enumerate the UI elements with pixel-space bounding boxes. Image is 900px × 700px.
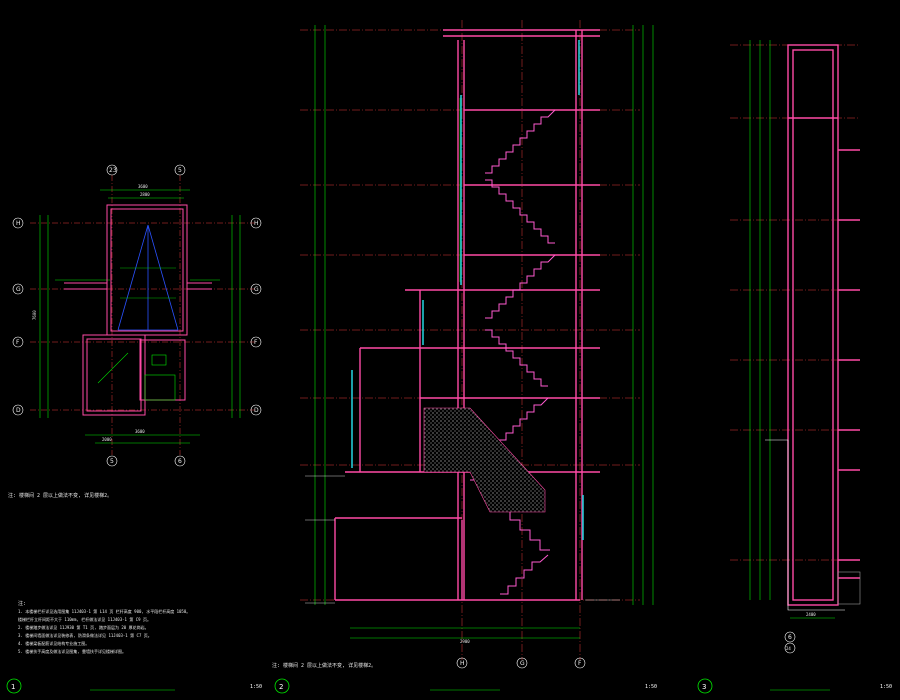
elevator-ground	[765, 439, 861, 611]
section-view: H G F 2900 注: 楼梯间 2 层以上做法不变, 详见楼梯2。	[272, 20, 654, 669]
elevator-grid-24: 24	[786, 646, 791, 651]
notes-line-4: 3. 楼梯间墙面做法详见装修表, 防滑条做法详见 11J403-1 第 C7 页…	[18, 632, 152, 638]
view-titles: 1 1:50 2 1:50 3 1:50	[6, 678, 892, 694]
plan-row-right-h: H	[254, 220, 259, 227]
section-level-lines	[300, 20, 640, 660]
view-3-scale: 1:50	[880, 684, 892, 690]
plan-dimensions	[39, 189, 241, 444]
section-ground	[305, 475, 620, 604]
plan-walls	[64, 204, 212, 416]
section-dimensions	[314, 25, 654, 639]
plan-shaft-diagonals	[117, 224, 179, 331]
notes-line-2: 楼梯栏杆立杆间距不大于 110mm, 栏杆做法详见 11J403-1 第 C9 …	[18, 616, 151, 622]
elevator-grid-6: 6	[788, 634, 792, 641]
plan-row-left-g: G	[16, 286, 21, 293]
notes-line-5: 4. 楼梯梁板配筋详见结构专业施工图。	[18, 640, 89, 646]
section-grid-h: H	[460, 660, 465, 667]
notes-line-1: 1. 本楼梯栏杆详见选用图集 11J403-1 第 L14 页 栏杆高度 900…	[18, 608, 190, 614]
plan-dim-top-total: 3600	[138, 184, 148, 189]
plan-dim-bottom-total: 3600	[135, 429, 145, 434]
plan-grid-bubbles	[12, 164, 262, 467]
elevator-bottom-dim: 2400	[806, 612, 816, 617]
section-bottom-dim: 2900	[460, 639, 470, 644]
general-notes: 注: 1. 本楼梯栏杆详见选用图集 11J403-1 第 L14 页 栏杆高度 …	[18, 600, 190, 654]
section-stair-flights	[470, 109, 556, 595]
notes-line-6: 5. 楼梯扶手高度及做法详见图集, 靠墙扶手详见楼梯详图。	[18, 648, 126, 654]
view-2-number: 2	[279, 683, 283, 691]
plan-row-left-d: D	[16, 407, 21, 414]
view-1-number: 1	[11, 683, 15, 691]
plan-row-right-f: F	[254, 339, 258, 346]
plan-row-right-g: G	[254, 286, 259, 293]
notes-line-3: 2. 楼梯踏步做法详见 11J930 第 T1 页, 踏步面层为 20 厚花岗岩…	[18, 624, 149, 630]
plan-col-top-b: 5	[178, 167, 182, 174]
section-hatched-fill	[423, 407, 546, 513]
plan-row-right-d: D	[254, 407, 259, 414]
plan-dim-bottom-inner: 2000	[102, 437, 112, 442]
plan-col-bot-a: 5	[110, 458, 114, 465]
plan-col-bot-b: 6	[178, 458, 182, 465]
plan-note: 注: 楼梯间 2 层以上做法不变, 详见楼梯2。	[8, 492, 112, 499]
plan-row-left-f: F	[16, 339, 20, 346]
plan-row-left-h: H	[16, 220, 21, 227]
plan-grid-lines	[30, 175, 255, 455]
section-note: 注: 楼梯间 2 层以上做法不变, 详见楼梯2。	[272, 662, 376, 669]
view-1-scale: 1:50	[250, 684, 262, 690]
view-2-scale: 1:50	[645, 684, 657, 690]
plan-dim-top-inner: 2800	[140, 192, 150, 197]
section-grid-f: F	[578, 660, 582, 667]
plan-view: 23 5 5 6 H G F D H G F D 3600 2800 3600 …	[8, 164, 262, 499]
section-glass	[351, 40, 584, 540]
plan-dim-side: 7600	[32, 310, 37, 320]
plan-col-top-a: 23	[109, 167, 117, 174]
view-3-number: 3	[702, 683, 706, 691]
section-grid-g: G	[520, 660, 525, 667]
notes-header: 注:	[18, 600, 26, 607]
section-walls	[334, 29, 600, 601]
elevator-view: 6 24 2400	[730, 40, 861, 654]
elevator-walls	[787, 44, 860, 606]
